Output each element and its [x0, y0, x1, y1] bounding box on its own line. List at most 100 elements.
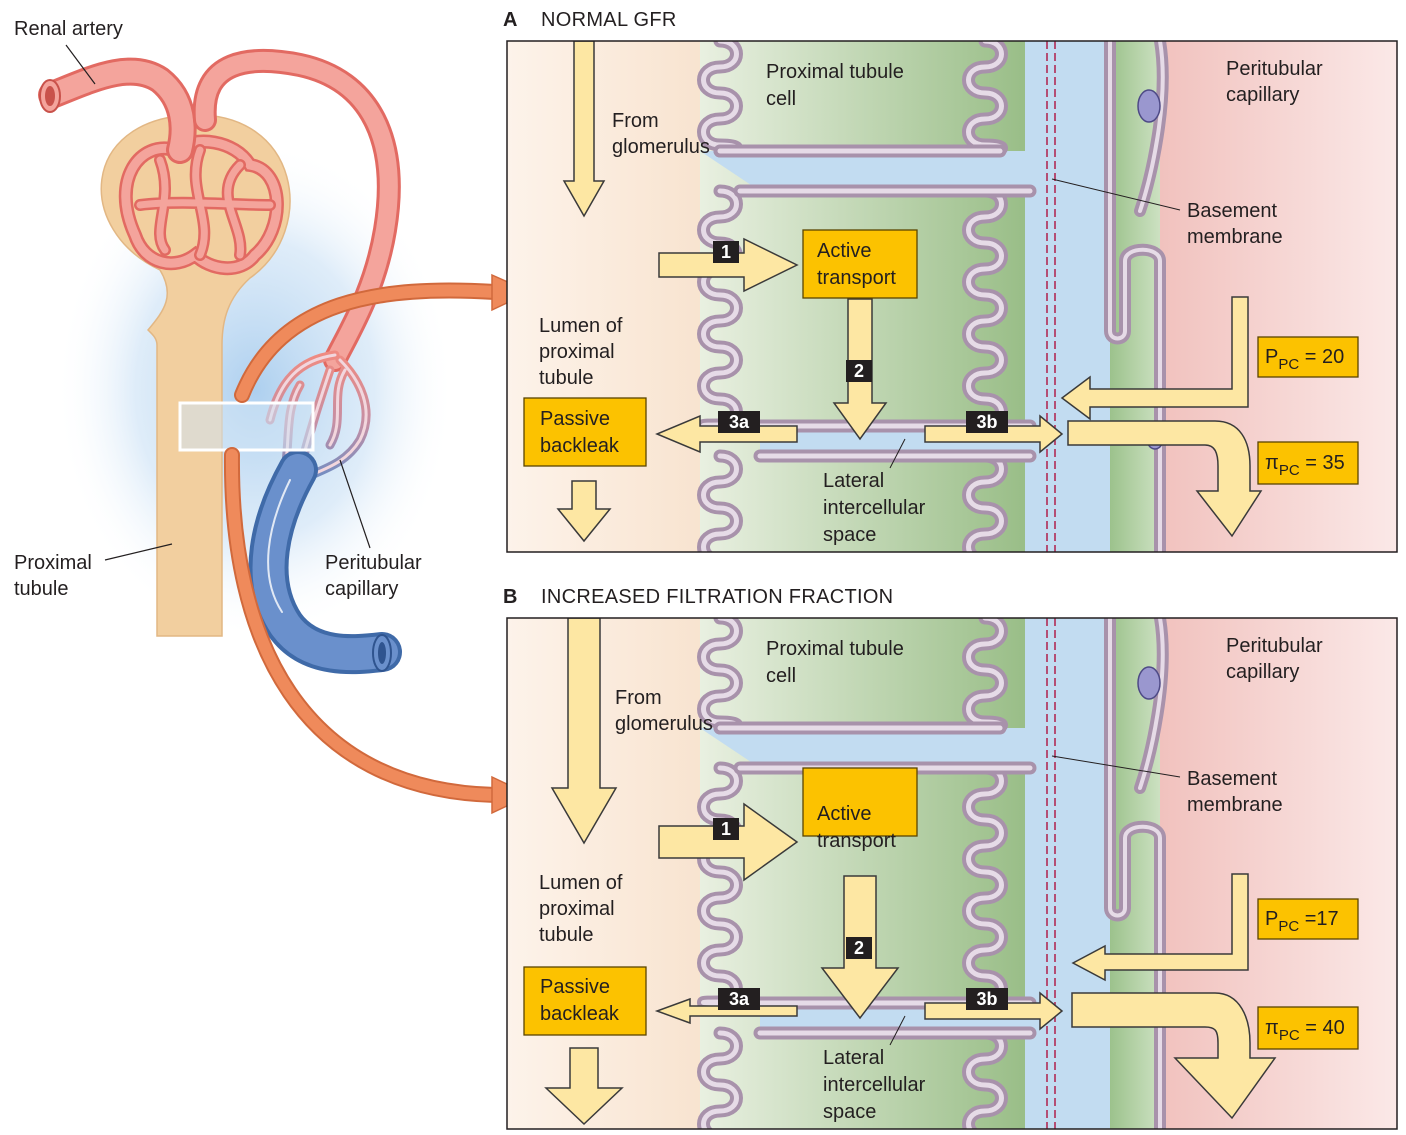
active-transport-label: Active — [817, 240, 871, 262]
panel-frame — [506, 40, 1398, 553]
proximal-tubule-label-2: tubule — [14, 578, 69, 600]
passive-backleak-label-2: backleak — [540, 1003, 620, 1025]
pressure-pi-label: πPC = 40 — [1265, 1017, 1345, 1044]
left-peritubular-leader — [339, 459, 371, 549]
lumen-label-2: proximal — [539, 898, 615, 920]
panel-title: INCREASED FILTRATION FRACTION — [541, 586, 893, 608]
endothelial-membrane-inner — [1138, 618, 1165, 790]
basement-membrane-label-2: membrane — [1187, 794, 1283, 816]
lumen-label-3: tubule — [539, 367, 594, 389]
nephron-illustration: Renal artery Proximal tubule Peritubular… — [14, 18, 532, 815]
active-transport-label-2: transport — [817, 267, 896, 289]
lumen-label: Lumen of — [539, 315, 623, 337]
step-2-badge — [846, 360, 872, 382]
pressure-p-label: PPC =17 — [1265, 908, 1339, 935]
endothelial-membrane-inner — [1108, 41, 1162, 552]
proximal-tubule-cell-label-2: cell — [766, 665, 796, 687]
pressure-p-box — [1257, 898, 1359, 940]
step-2-badge — [846, 937, 872, 959]
step-3a-badge — [718, 988, 760, 1010]
capillary-region — [1160, 618, 1397, 1129]
apical-gap — [700, 151, 1035, 191]
basement-membrane-label: Basement — [1187, 768, 1277, 790]
left-peritubular-label: Peritubular — [325, 552, 422, 574]
lateral-space-leader — [889, 1015, 906, 1046]
passive-backleak-label-2: backleak — [540, 435, 620, 457]
capillary-pressure-arrow — [1071, 873, 1249, 982]
renal-artery-leader — [65, 44, 96, 85]
endothelial-membrane-inner — [1108, 618, 1162, 1129]
peritubular-capillary-label-2: capillary — [1226, 84, 1299, 106]
step-2-badge-label: 2 — [854, 361, 864, 381]
step-3a-badge-label: 3a — [729, 412, 750, 432]
lumen-label-2: proximal — [539, 341, 615, 363]
from-glomerulus-arrow — [562, 41, 606, 218]
proximal-tubule-label: Proximal — [14, 552, 92, 574]
pressure-pi-box — [1257, 1006, 1359, 1050]
active-transport-label-2: transport — [817, 830, 896, 852]
step-3b-badge — [966, 411, 1008, 433]
lateral-space-label: Lateral — [823, 470, 884, 492]
active-transport-box — [802, 229, 918, 299]
cell-membrane-inner — [701, 453, 739, 552]
lateral-space-label: Lateral — [823, 1047, 884, 1069]
panel-title: NORMAL GFR — [541, 9, 677, 31]
pressure-pi-label-value: = 35 — [1300, 452, 1345, 474]
passive-backleak-label: Passive — [540, 976, 610, 998]
peritubular-capillary-label-2: capillary — [1226, 661, 1299, 683]
pressure-pi-label-value: = 40 — [1300, 1017, 1345, 1039]
passive-backleak-box — [523, 966, 647, 1036]
passive-backleak-label: Passive — [540, 408, 610, 430]
lateral-space-label-2: intercellular — [823, 497, 926, 519]
step-3a-badge-label: 3a — [729, 989, 750, 1009]
basement-membrane-leader — [1051, 755, 1181, 778]
peritubular-capillary-label: Peritubular — [1226, 635, 1323, 657]
step-3b-badge-label: 3b — [976, 412, 997, 432]
pressure-pi-label-subscript: PC — [1279, 462, 1300, 479]
pressure-pi-label-subscript: PC — [1279, 1027, 1300, 1044]
lumen-region — [507, 41, 707, 552]
proximal-tubule-leader — [104, 543, 173, 561]
panel-letter: A — [503, 9, 518, 31]
basement-membrane-leader — [1051, 178, 1181, 211]
pressure-pi-box — [1257, 441, 1359, 485]
peritubular-capillary-label: Peritubular — [1226, 58, 1323, 80]
capillary-uptake-arrow — [1067, 420, 1263, 538]
proximal-tubule-cell-label: Proximal tubule — [766, 638, 904, 660]
zoom-arrows — [223, 273, 532, 815]
step-3b-badge-label: 3b — [976, 989, 997, 1009]
pressure-p-label-symbol: P — [1265, 346, 1278, 368]
pressure-pi-label-symbol: π — [1265, 1017, 1279, 1039]
pressure-pi-label: πPC = 35 — [1265, 452, 1345, 479]
proximal-tubule-cell-label-2: cell — [766, 88, 796, 110]
pressure-pi-label-symbol: π — [1265, 452, 1279, 474]
proximal-tubule-cell-label: Proximal tubule — [766, 61, 904, 83]
from-glomerulus-label-2: glomerulus — [612, 136, 710, 158]
basement-membrane-label-2: membrane — [1187, 226, 1283, 248]
lateral-space-leader — [889, 438, 906, 469]
lumen-label-3: tubule — [539, 924, 594, 946]
cell-membrane-inner — [701, 188, 739, 429]
apical-gap — [700, 728, 1035, 768]
interstitium-region — [1025, 41, 1115, 552]
passive-backleak-box — [523, 397, 647, 467]
panel-letter: B — [503, 586, 518, 608]
cell-membrane-inner — [966, 765, 1004, 1006]
renal-artery — [38, 57, 197, 164]
endothelial-nucleus — [1137, 666, 1161, 700]
step-1-badge-label: 1 — [721, 819, 731, 839]
cell-membrane-inner — [966, 188, 1004, 429]
glomerulus-tuft — [118, 134, 284, 276]
pressure-p-label-value: =17 — [1299, 908, 1338, 930]
active-transport-label: Active — [817, 803, 871, 825]
arrow-1 — [658, 237, 799, 293]
from-glomerulus-label-2: glomerulus — [615, 713, 713, 735]
from-glomerulus-arrow — [550, 618, 618, 845]
interstitium-region — [1025, 618, 1115, 1129]
step-3a-badge — [718, 411, 760, 433]
endothelial-membrane-inner — [1138, 41, 1165, 213]
peritubular-capillary-network — [248, 350, 402, 675]
